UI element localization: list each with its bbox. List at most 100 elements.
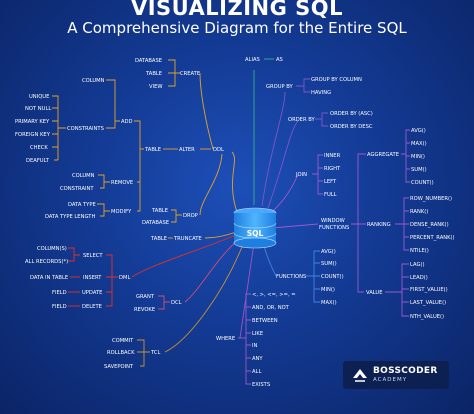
functions-item-max: MAX() — [321, 300, 337, 306]
where-item-like: LIKE — [252, 331, 263, 337]
brand-name: BOSSCODER — [373, 366, 438, 376]
join-item-left: LEFT — [324, 179, 337, 185]
sql-database-icon: SQL — [233, 207, 277, 249]
edge-create-items — [168, 59, 180, 87]
drop-item-database: DATABASE — [142, 220, 169, 226]
where-item-in: IN — [252, 343, 258, 349]
window-label-line1: WINDOW — [321, 218, 345, 224]
dcl-item-revoke: REVOKE — [134, 307, 155, 313]
dcl-item-grant: GRANT — [136, 294, 155, 300]
functions-item-count: COUNT() — [321, 274, 344, 280]
groupby-item-column: GROUP BY COLUMN — [311, 77, 362, 83]
alter-label: ALTER — [179, 147, 195, 153]
dcl-label: DCL — [171, 300, 182, 306]
aggregate-item-sum: SUM() — [411, 167, 427, 173]
join-item-inner: INNER — [324, 153, 341, 159]
edge-window-groups — [351, 153, 366, 293]
add-label: ADD — [121, 119, 133, 125]
aggregate-item-max: MAX() — [411, 141, 427, 147]
constraints-label: CONSTRAINTS — [67, 126, 104, 132]
edge-add — [106, 79, 120, 129]
create-item-database: DATABASE — [135, 58, 162, 64]
connectors — [52, 58, 410, 385]
alter-table-label: TABLE — [144, 147, 161, 153]
edge-table-actions — [134, 120, 144, 212]
alias-branch: ALIAS AS — [245, 57, 283, 63]
edge-sql-orderby — [267, 120, 299, 209]
aggregate-item-min: MIN() — [411, 154, 425, 160]
delete-label: DELETE — [82, 304, 102, 310]
group-order-branch: GROUP BY GROUP BY COLUMN HAVING ORDER BY… — [266, 77, 373, 130]
functions-item-sum: SUM() — [321, 261, 337, 267]
create-label: CREATE — [180, 71, 200, 77]
ddl-label: DDL — [213, 147, 224, 153]
constraint-default: DEAFULT — [26, 158, 50, 164]
where-item-all: ALL — [252, 369, 261, 375]
ranking-item-row-number: ROW_NUMBER() — [410, 196, 452, 202]
ranking-item-dense-rank: DENSE_RANK() — [410, 222, 449, 228]
dcl-branch: DCL GRANT REVOKE — [134, 294, 182, 313]
brand-tagline: ACADEMY — [373, 377, 408, 383]
remove-label: REMOVE — [111, 180, 133, 186]
value-label: VALUE — [366, 290, 382, 296]
edge-orderby-items — [315, 112, 328, 127]
truncate-table: TABLE — [150, 236, 167, 242]
edge-ddl-drop — [199, 153, 223, 216]
edge-ddl-create — [199, 72, 214, 150]
select-label: SELECT — [83, 253, 103, 259]
groupby-item-having: HAVING — [311, 90, 331, 96]
edge-sql-join — [271, 174, 299, 213]
edge-ranking-items — [395, 197, 409, 251]
value-item-last-value: LAST_VALUE() — [410, 300, 446, 306]
tcl-item-savepoint: SAVEPOINT — [104, 364, 134, 370]
dml-label: DML — [119, 275, 130, 281]
groupby-label: GROUP BY — [266, 84, 294, 90]
constraint-unique: UNIQUE — [29, 94, 49, 100]
edge-modify — [97, 203, 110, 217]
modify-item-data-type: DATA TYPE — [68, 202, 96, 208]
edge-value-items — [385, 263, 409, 317]
value-item-nth-value: NTH_VALUE() — [410, 314, 444, 320]
edge-tcl-items — [137, 339, 150, 367]
ranking-item-rank: RANK() — [410, 209, 428, 215]
where-item-logical: AND, OR, NOT — [252, 305, 290, 311]
page-title: VISUALIZING SQL — [130, 0, 344, 20]
functions-branch: FUNCTIONS AVG() SUM() COUNT() MIN() MAX(… — [276, 249, 344, 306]
delete-item: FIELD — [52, 304, 67, 310]
select-item-columns: COLUMN(S) — [37, 246, 67, 252]
where-item-exists: EXISTS — [252, 382, 270, 388]
orderby-item-desc: ORDER BY DESC — [330, 124, 373, 130]
functions-label: FUNCTIONS — [276, 274, 306, 280]
constraint-primary-key: PRIMARY KEY — [15, 119, 50, 125]
edge-constraints — [52, 95, 66, 161]
page-subtitle: A Comprehensive Diagram for the Entire S… — [67, 19, 407, 37]
update-item: FIELD — [52, 290, 67, 296]
center-label: SQL — [247, 229, 264, 238]
dml-branch: DML SELECT COLUMN(S) ALL RECORDS(*) INSE… — [25, 246, 130, 310]
join-branch: JOIN INNER RIGHT LEFT FULL — [295, 153, 341, 198]
edge-dcl-items — [158, 295, 170, 310]
create-item-view: VIEW — [149, 84, 163, 90]
edge-sql-truncate — [204, 231, 237, 239]
orderby-label: ORDER BY — [288, 117, 315, 123]
window-label-line2: FUNCTIONS — [319, 225, 349, 231]
drop-item-table: TABLE — [151, 208, 168, 214]
value-item-lag: LAG() — [410, 262, 425, 268]
aggregate-item-avg: AVG() — [411, 128, 426, 134]
tcl-branch: TCL COMMIT ROLLBACK SAVEPOINT — [104, 338, 160, 370]
where-item-comparison: <, >, <=, >=, = — [252, 292, 296, 298]
edge-dml-ops — [106, 254, 118, 307]
edge-where-items — [238, 293, 251, 385]
orderby-item-asc: ORDER BY (ASC) — [330, 111, 373, 117]
constraint-not-null: NOT NULL — [25, 106, 51, 112]
join-item-right: RIGHT — [324, 166, 341, 172]
value-item-lead: LEAD() — [410, 275, 428, 281]
remove-item-constraint: CONSTRAINT — [60, 186, 94, 192]
edge-sql-dcl — [184, 239, 239, 303]
edge-sql-where — [239, 242, 255, 339]
edge-sql-tcl — [164, 241, 245, 353]
ranking-item-ntile: NTILE() — [410, 248, 429, 254]
edge-groupby-items — [296, 78, 310, 93]
where-item-between: BETWEEN — [252, 318, 278, 324]
edge-select-items — [68, 247, 80, 262]
